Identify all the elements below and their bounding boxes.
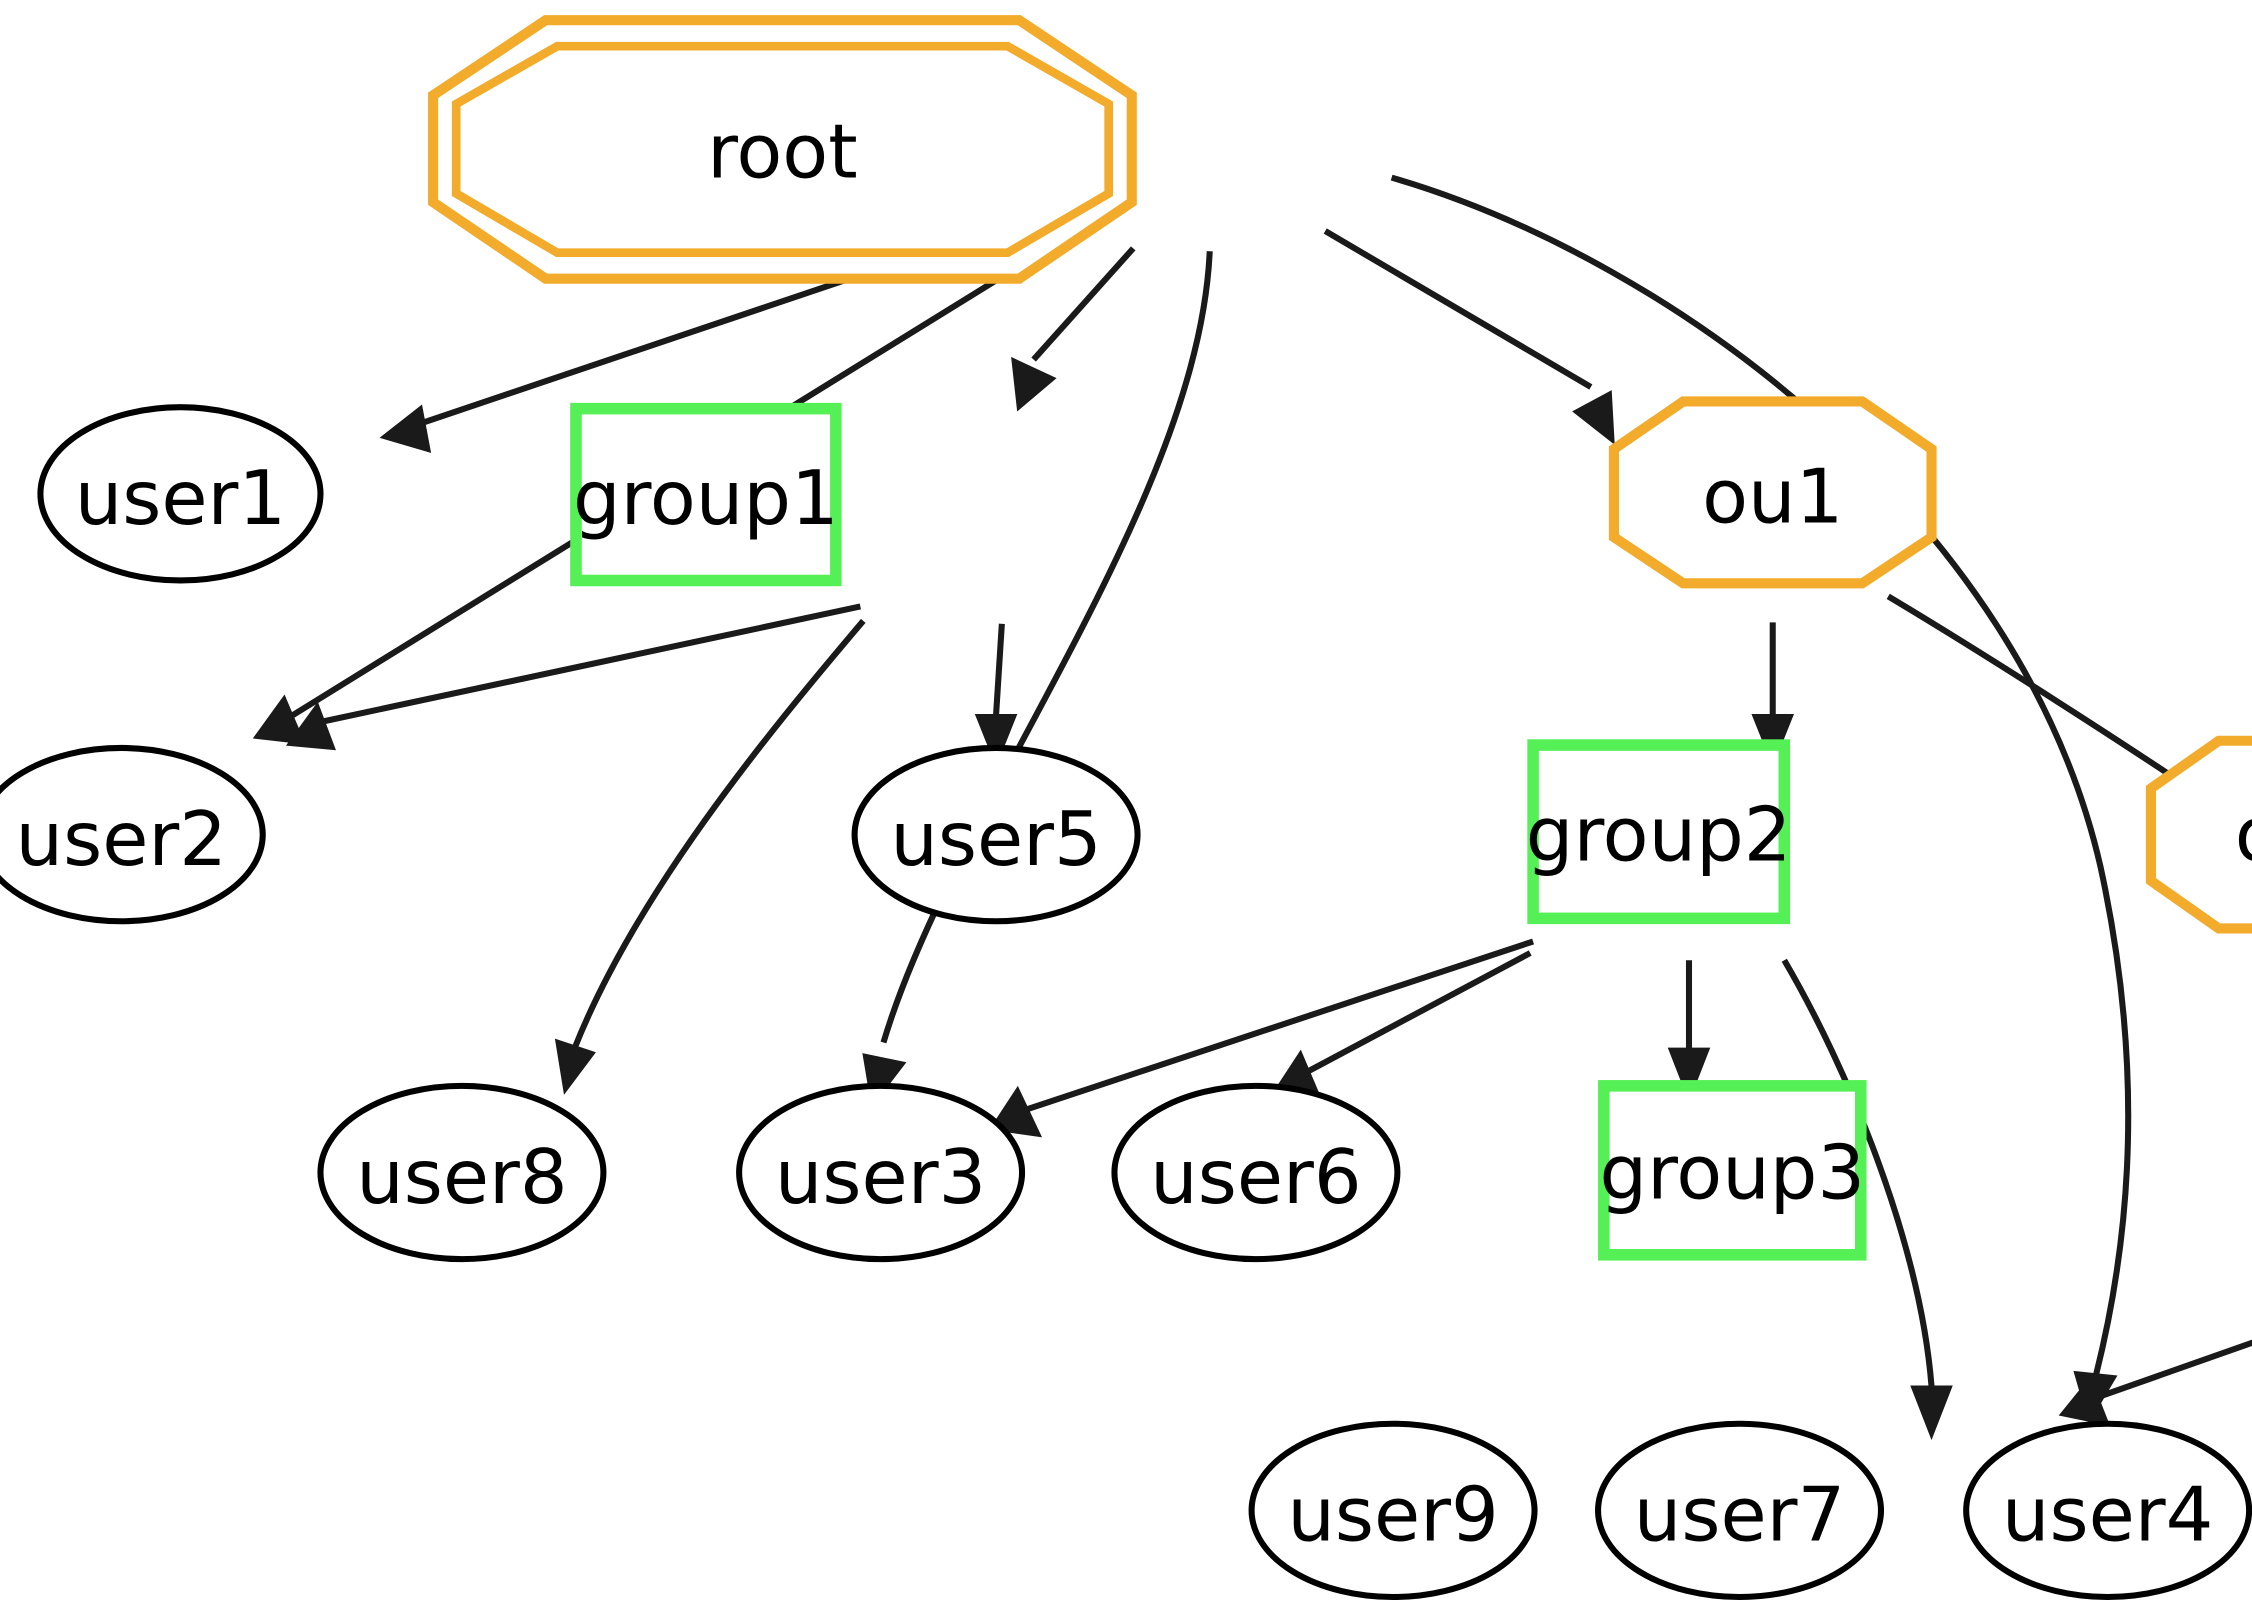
node-user1-label: user1 bbox=[75, 454, 286, 542]
node-group2-label: group2 bbox=[1526, 791, 1792, 879]
node-root-label: root bbox=[707, 108, 857, 196]
node-group3[interactable]: group3 bbox=[1598, 1080, 1867, 1261]
node-user5-label: user5 bbox=[890, 795, 1101, 883]
node-user4[interactable]: user4 bbox=[1963, 1420, 2252, 1601]
node-user3[interactable]: user3 bbox=[736, 1082, 1026, 1263]
node-ou2-label: ou2 bbox=[2235, 791, 2252, 879]
node-user4-label: user4 bbox=[2002, 1471, 2213, 1559]
edge-group1-user8 bbox=[554, 618, 866, 1095]
node-user9[interactable]: user9 bbox=[1248, 1420, 1538, 1601]
edge-group1-user2 bbox=[285, 603, 862, 751]
node-user2[interactable]: user2 bbox=[0, 744, 266, 925]
node-ou2[interactable]: ou2 bbox=[2145, 735, 2252, 934]
node-user7-label: user7 bbox=[1634, 1471, 1845, 1559]
edge-group3-user9 bbox=[2058, 1339, 2252, 1427]
node-group3-label: group3 bbox=[1599, 1128, 1865, 1216]
node-user6[interactable]: user6 bbox=[1111, 1082, 1401, 1263]
node-user1[interactable]: user1 bbox=[37, 404, 324, 584]
node-user2-label: user2 bbox=[16, 795, 227, 883]
node-user8-label: user8 bbox=[356, 1133, 567, 1221]
node-group2[interactable]: group2 bbox=[1526, 739, 1792, 925]
node-group1[interactable]: group1 bbox=[570, 402, 842, 587]
node-user7[interactable]: user7 bbox=[1595, 1420, 1885, 1601]
edge-group1-user5 bbox=[974, 623, 1018, 768]
node-user8[interactable]: user8 bbox=[317, 1082, 607, 1263]
edge-group2-user9 bbox=[1781, 958, 1953, 1441]
node-ou1[interactable]: ou1 bbox=[1608, 396, 1937, 589]
node-user5[interactable]: user5 bbox=[851, 744, 1141, 925]
node-user6-label: user6 bbox=[1150, 1133, 1361, 1221]
edge-group2-user3 bbox=[1272, 950, 1532, 1100]
node-group1-label: group1 bbox=[573, 454, 839, 542]
edge-group2-user6 bbox=[1667, 960, 1711, 1103]
edge-group2-user8 bbox=[989, 938, 1535, 1138]
node-user9-label: user9 bbox=[1287, 1471, 1498, 1559]
node-root[interactable]: root bbox=[428, 15, 1137, 284]
edge-root-group1 bbox=[1011, 246, 1136, 412]
node-layer: root user1 group1 ou1 user2 bbox=[0, 15, 2252, 1601]
node-user3-label: user3 bbox=[775, 1133, 986, 1221]
node-ou1-label: ou1 bbox=[1702, 453, 1843, 541]
edge-root-ou1 bbox=[1323, 228, 1615, 445]
